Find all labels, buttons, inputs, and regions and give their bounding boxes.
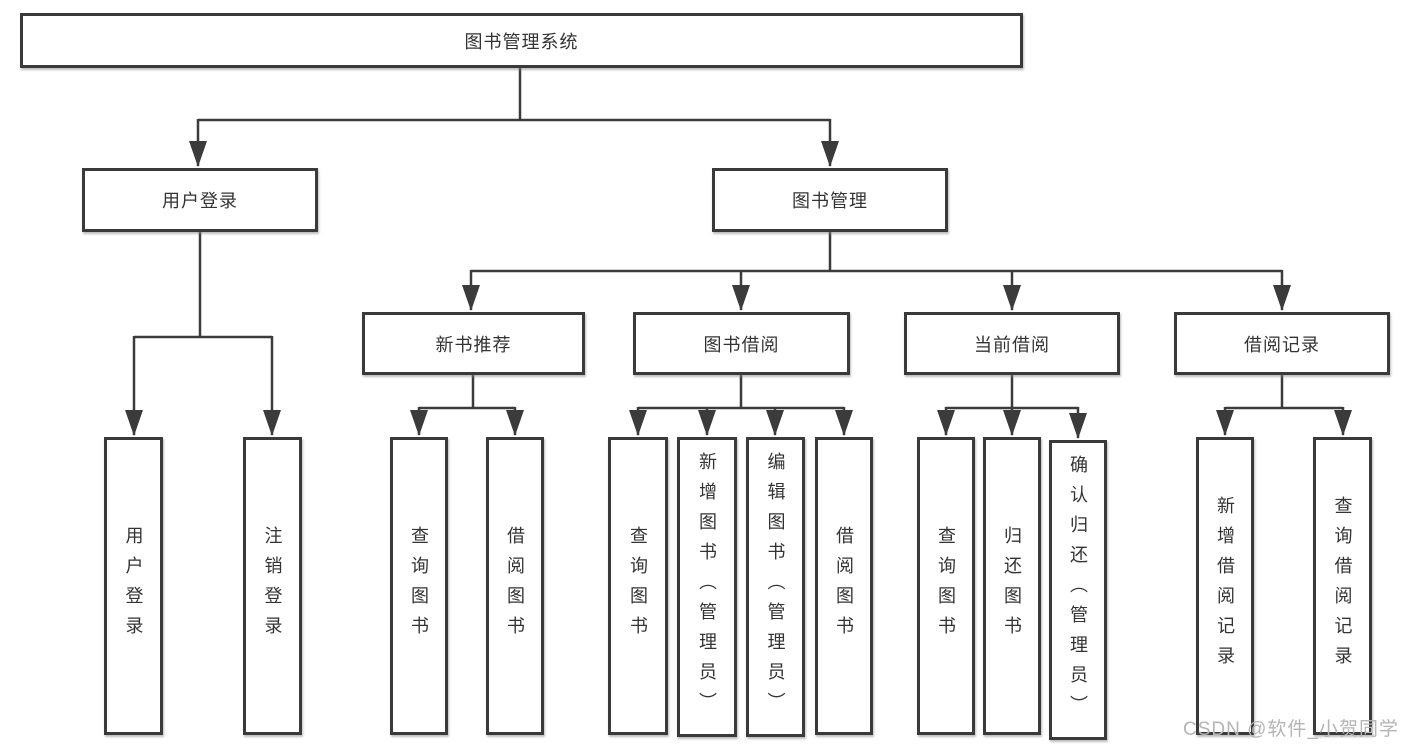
connector-book-mgmt-fanout: [471, 232, 1282, 273]
node-br-query-record: 查询借阅记录: [1313, 437, 1372, 735]
node-bb-query-books: 查询图书: [608, 437, 668, 735]
connector-root-fanout: [198, 68, 830, 122]
node-current-borrowing: 当前借阅: [904, 312, 1120, 375]
node-bb-edit-books: 编辑图书（管理员）: [746, 437, 805, 737]
node-root: 图书管理系统: [20, 13, 1023, 68]
node-nb-query-books: 查询图书: [390, 437, 448, 735]
node-user-login: 用户登录: [82, 168, 318, 232]
connector-records-fanout: [1225, 375, 1343, 410]
node-bb-borrow-books: 借阅图书: [815, 437, 873, 735]
node-br-add-record: 新增借阅记录: [1196, 437, 1254, 735]
node-nb-borrow-books: 借阅图书: [486, 437, 544, 735]
node-book-management: 图书管理: [712, 168, 948, 232]
node-cb-confirm-return: 确认归还（管理员）: [1049, 440, 1107, 740]
node-cb-query-books: 查询图书: [917, 437, 975, 735]
connector-book-borrow-fanout: [638, 375, 844, 410]
node-book-borrowing: 图书借阅: [633, 312, 850, 375]
node-cb-return-books: 归还图书: [983, 437, 1041, 735]
node-new-book-recommend: 新书推荐: [362, 312, 585, 375]
csdn-watermark: CSDN @软件_小贺同学: [1183, 719, 1399, 740]
connector-user-login-fanout: [134, 232, 272, 339]
connector-new-book-fanout: [419, 375, 515, 410]
node-logout-action: 注销登录: [243, 437, 302, 735]
node-bb-add-books: 新增图书（管理员）: [677, 437, 737, 737]
node-user-login-action: 用户登录: [104, 437, 163, 735]
node-borrowing-records: 借阅记录: [1174, 312, 1390, 375]
connector-current-borrow-fanout: [946, 375, 1078, 410]
